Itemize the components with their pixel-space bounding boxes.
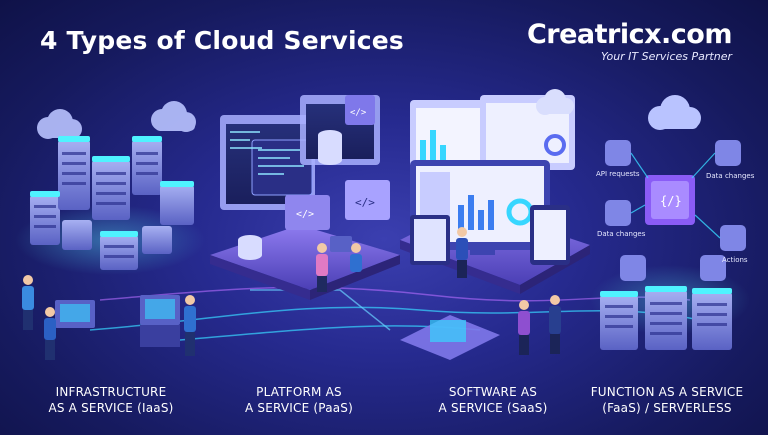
caption-line: (FaaS) / SERVERLESS — [602, 401, 732, 415]
server-rack-icon — [600, 286, 732, 350]
database-icon — [238, 130, 342, 260]
caption-saas: SOFTWARE AS A SERVICE (SaaS) — [398, 384, 588, 416]
faas-illustration: {/} API requests Data changes Data chang… — [590, 95, 755, 350]
caption-line: A SERVICE (PaaS) — [244, 401, 353, 415]
paas-illustration: </> </> </> — [210, 95, 400, 300]
tablet-icon — [410, 205, 570, 265]
brand-logo: Creatricx.com Your IT Services Partner — [526, 19, 733, 64]
server-rack-icon — [30, 136, 194, 270]
saas-illustration — [400, 89, 590, 360]
faas-label-data-changes-top: Data changes — [706, 172, 755, 180]
caption-faas: FUNCTION AS A SERVICE (FaaS) / SERVERLES… — [572, 384, 762, 416]
person-icon — [316, 236, 362, 292]
iaas-illustration — [15, 101, 205, 360]
svg-text:{/}: {/} — [660, 194, 682, 208]
cloud-icon — [151, 101, 196, 132]
function-cube-icon: {/} — [645, 175, 695, 225]
svg-text:</>: </> — [350, 108, 367, 118]
brand-tagline: Your IT Services Partner — [600, 50, 732, 63]
caption-line: FUNCTION AS A SERVICE — [590, 385, 744, 399]
phone-platform-icon — [400, 315, 500, 360]
code-window-icon: </> — [220, 115, 330, 230]
workstation-icon — [55, 295, 180, 347]
caption-iaas: INFRASTRUCTURE AS A SERVICE (IaaS) — [16, 384, 206, 416]
page-title: 4 Types of Cloud Services — [40, 26, 404, 55]
caption-line: INFRASTRUCTURE — [55, 385, 167, 399]
svg-text:</>: </> — [355, 196, 375, 209]
person-icon — [456, 227, 561, 355]
caption-line: SOFTWARE AS — [448, 385, 538, 399]
event-node-icon — [605, 140, 746, 281]
cloud-icon — [536, 89, 574, 115]
cloud-icon — [648, 95, 701, 130]
caption-line: A SERVICE (SaaS) — [438, 401, 548, 415]
brand-name: Creatricx.com — [526, 19, 733, 50]
faas-label-actions: Actions — [722, 256, 748, 264]
cloud-icon — [37, 109, 82, 139]
faas-label-data-changes-left: Data changes — [597, 230, 646, 238]
svg-text:</>: </> — [296, 209, 314, 220]
caption-line: PLATFORM AS — [256, 385, 342, 399]
caption-paas: PLATFORM AS A SERVICE (PaaS) — [204, 384, 394, 416]
caption-line: AS A SERVICE (IaaS) — [48, 401, 174, 415]
faas-label-api-requests: API requests — [596, 170, 640, 178]
person-icon — [22, 275, 196, 360]
